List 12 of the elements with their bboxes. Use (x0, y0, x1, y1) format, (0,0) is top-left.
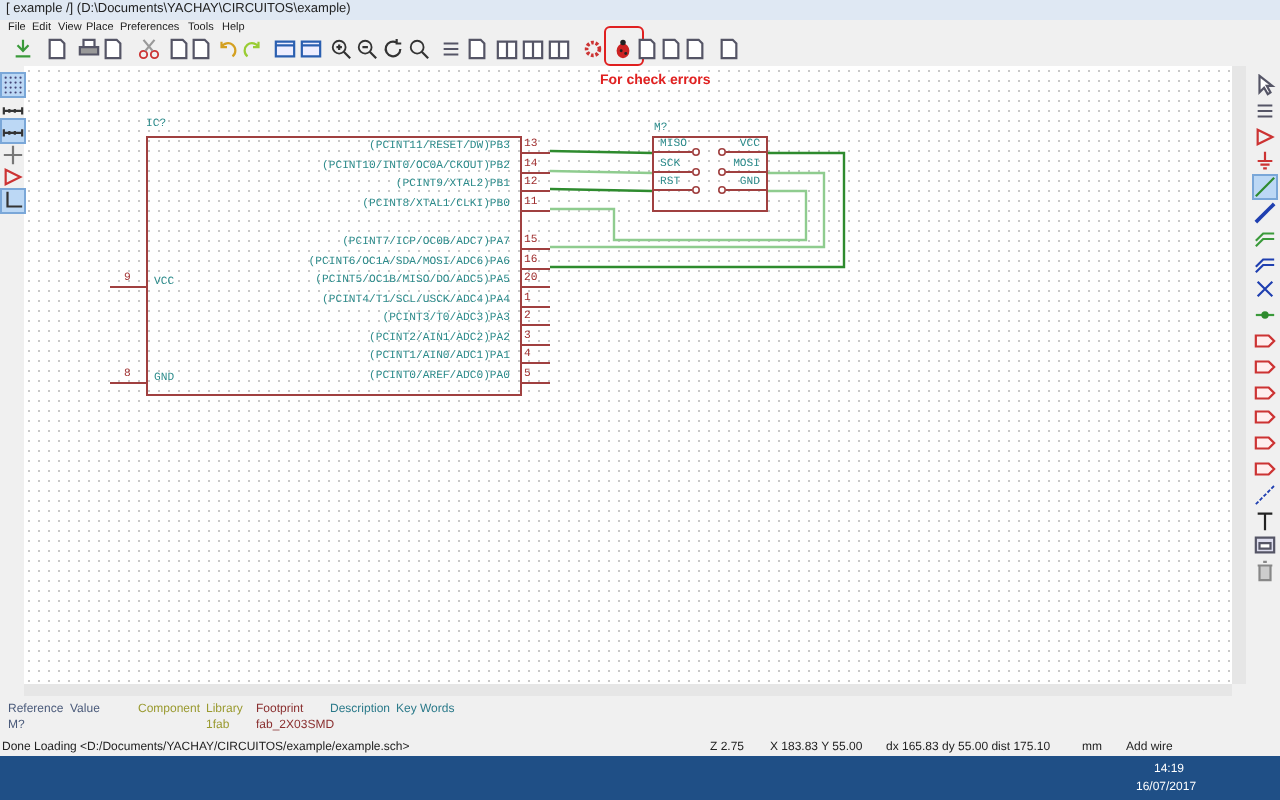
wire (550, 189, 808, 242)
wire (549, 187, 653, 193)
pin (714, 138, 766, 156)
pin (652, 138, 704, 156)
wire (549, 149, 653, 155)
wire (549, 169, 653, 175)
pin (714, 176, 766, 194)
wire (550, 151, 846, 269)
pin (652, 176, 704, 194)
pin (714, 158, 766, 176)
pin (652, 158, 704, 176)
wire (550, 171, 826, 249)
